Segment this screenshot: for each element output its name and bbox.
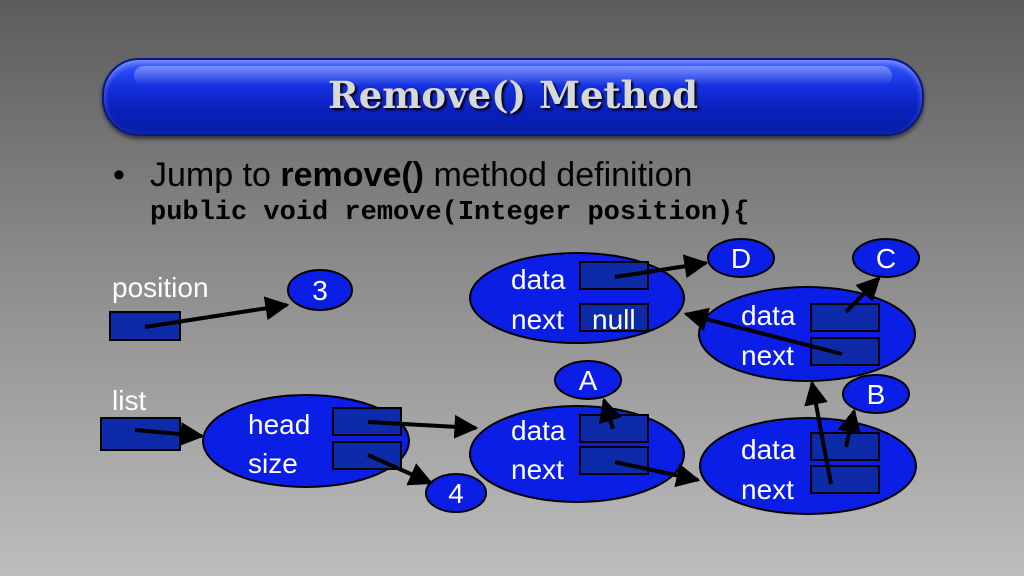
node-1 [469,405,685,503]
node-3-data-to-c-arrow [844,276,881,314]
element-c-oval [852,238,920,278]
node-1-data-label: data [511,415,566,446]
position-variable-label: position [112,272,209,303]
node-4-data-label: data [511,264,566,295]
node-4-data-to-d-arrow [614,254,709,279]
element-d: D [731,243,751,274]
node-1-next-to-node-2-arrow [614,460,701,488]
bullet-method-name: remove() [280,156,424,194]
node-2-next-label: next [741,474,794,505]
node-3-data-box [810,303,880,332]
element-a: A [579,365,598,396]
node-2 [699,417,917,515]
node-3-next-to-node-4-arrow [683,307,843,356]
size-value: 4 [448,478,464,509]
node-4-next-label: next [511,304,564,335]
head-pointer-box [332,407,402,436]
head-field-label: head [248,409,310,440]
code-signature: public void remove(Integer position){ [150,198,750,228]
element-b: B [867,379,886,410]
element-b-oval [842,374,910,414]
slide-title: Remove() Method [327,73,699,117]
node-3-next-label: next [741,340,794,371]
bullet-prefix: Jump to [150,156,281,194]
node-2-data-label: data [741,434,796,465]
node-4-next-box [579,303,649,332]
title-bar: Remove() Method [102,58,924,136]
element-c: C [876,243,896,274]
size-value-oval [425,473,487,513]
size-to-value-arrow [367,453,434,486]
list-variable-label: list [112,385,146,416]
list-to-header-arrow [134,422,205,447]
position-arrow [144,296,290,329]
bullet-suffix: method definition [424,156,693,194]
bullet-point-marker: • [113,156,125,194]
node-3 [698,286,916,382]
node-2-next-box [810,465,880,494]
node-1-data-to-a-arrow [598,397,622,430]
size-pointer-box [332,441,402,470]
node-4 [469,252,685,344]
node-3-data-label: data [741,300,796,331]
position-value-oval [287,269,353,311]
node-1-next-box [579,446,649,475]
node-1-next-label: next [511,454,564,485]
size-field-label: size [248,448,298,479]
node-4-next-null: null [592,304,636,335]
bullet-text: Jump to remove() method definition [150,156,692,195]
head-to-node-1-arrow [367,414,479,439]
node-2-next-to-node-3-arrow [804,380,833,485]
node-2-data-to-b-arrow [837,408,862,448]
position-value: 3 [312,275,328,306]
element-a-oval [554,360,622,400]
node-3-next-box [810,337,880,366]
node-4-data-box [579,261,649,290]
